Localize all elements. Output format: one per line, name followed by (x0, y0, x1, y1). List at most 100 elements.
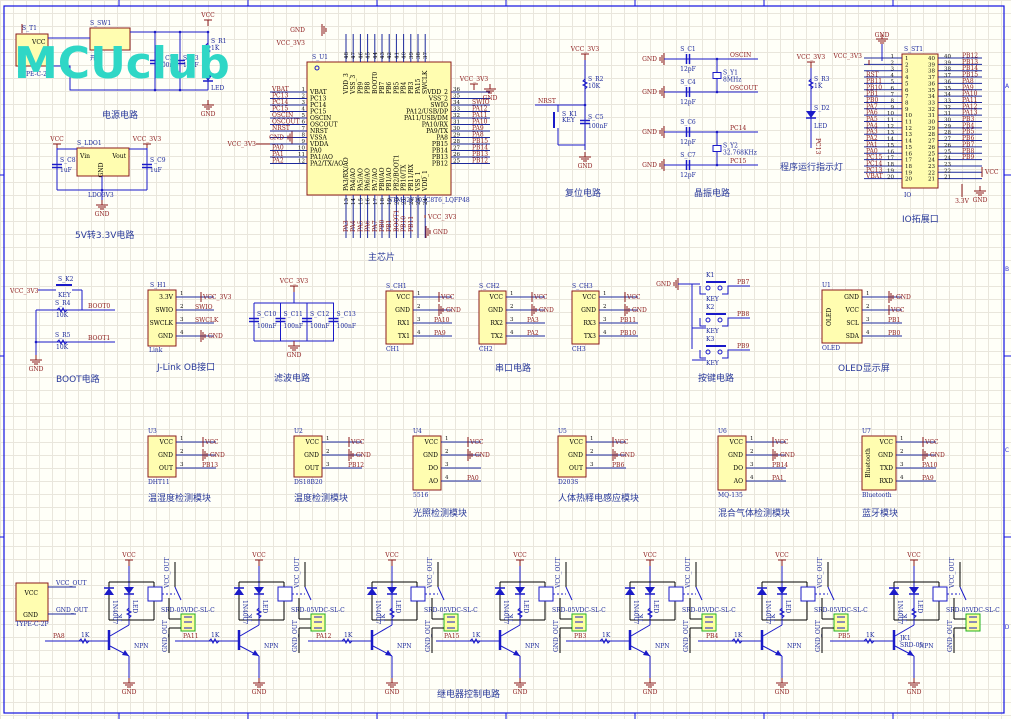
value-label: 12pF (680, 66, 696, 73)
pin-inner-number: 10 (905, 113, 912, 119)
pin-number: 3 (603, 317, 607, 323)
gnd-label: GND (446, 307, 461, 314)
gnd-symbol: GND (922, 449, 945, 461)
pin-number: 40 (944, 54, 951, 60)
junction-dot (715, 130, 719, 134)
pin-number: 11 (298, 152, 305, 158)
value-label: LED (814, 123, 827, 130)
vcc-label: VCC_3V3 (202, 294, 232, 301)
net-label: PB0 (379, 220, 386, 232)
ldo-body (76, 147, 130, 177)
pin-name: RXD (879, 478, 893, 485)
part-label: 1N4007 (632, 600, 639, 625)
pin-inner-number: 21 (928, 177, 935, 183)
pin-inner-number: 29 (928, 126, 935, 132)
net-label: PA9 (472, 125, 484, 132)
pin-number: 16 (366, 198, 372, 205)
net-label: PA12 (472, 106, 488, 113)
net-label: PC14 (272, 99, 288, 106)
pin-number: 2 (900, 449, 904, 455)
pin-number: 13 (344, 198, 350, 205)
net-label: PA10 (472, 119, 488, 126)
pin-number: 1 (510, 291, 514, 297)
key-contact (699, 318, 706, 327)
net-label: PB11 (408, 216, 415, 232)
part-label: NPN (787, 643, 802, 650)
resistor-zigzag (469, 637, 481, 645)
key-contact (722, 285, 750, 295)
vcc-label: VCC_3V3 (276, 40, 306, 47)
value-label: 32.768KHz (723, 150, 757, 157)
key-contact (722, 317, 750, 327)
part-label: CH3 (572, 346, 586, 353)
gnd-symbol: GND (348, 449, 371, 461)
part-label: 1N4007 (374, 600, 381, 625)
gnd-label: GND (930, 452, 945, 459)
ref-label: U3 (148, 428, 157, 435)
value-label: 100nF (337, 323, 356, 330)
pin-number: 28 (944, 130, 951, 136)
pin-number: 18 (887, 162, 894, 168)
pin-inner-number: 27 (928, 139, 935, 145)
pin-name: RX1 (397, 320, 410, 327)
net-label: PA4 (866, 122, 878, 129)
pin-name: PA7/AO (372, 168, 379, 191)
part-label: STM32F103C8T6_LQFP48 (388, 197, 470, 204)
pin-name: AO (428, 478, 438, 485)
pin-number: 35 (453, 94, 460, 100)
net-label: PC13 (866, 167, 882, 174)
gnd-label: GND (578, 163, 593, 170)
net-label: PC15 (730, 158, 746, 165)
ref-label: S_R4 (55, 300, 71, 307)
pin-number: 34 (453, 100, 460, 106)
part-label: DS18B20 (294, 479, 323, 486)
value-label: 1K (344, 632, 353, 639)
npn-arrow-icon (643, 650, 650, 656)
gnd-label: GND (642, 129, 657, 136)
net-label: PB10 (401, 216, 408, 232)
pin-name: TX3 (584, 333, 596, 340)
gnd-symbol: GND (200, 330, 223, 342)
ref-label: U5 (558, 428, 567, 435)
gnd-symbol (321, 24, 327, 36)
gnd-label: GND (775, 689, 790, 696)
vcc-label: VCC (121, 552, 136, 559)
gnd-label: GND (620, 452, 635, 459)
net-label: PA1 (866, 141, 878, 148)
pin-number: 46 (358, 52, 364, 59)
pin-number: 4 (417, 330, 421, 336)
pin-inner-number: 8 (905, 100, 909, 106)
value-label: 1K (247, 613, 254, 622)
relay-coil (147, 586, 163, 602)
net-label: PA4 (350, 220, 357, 232)
part-label: LED (784, 600, 791, 613)
pin-inner-number: 25 (928, 151, 935, 157)
pin-number: 28 (453, 139, 460, 145)
net-label: GND_OUT (292, 620, 299, 652)
value-label: 100nF (284, 323, 303, 330)
net-label: PB8 (962, 148, 974, 155)
pin-number: 31 (944, 111, 951, 117)
mcu-body (306, 61, 452, 196)
pin-inner-number: 14 (905, 139, 912, 145)
vcc-label: VCC (200, 12, 215, 19)
pin-name: VCC (304, 439, 319, 446)
pin-name: PA4/AO (350, 168, 357, 191)
gnd-label: GND (642, 56, 657, 63)
pin-number: 3 (590, 462, 594, 468)
value-label: 1K (472, 632, 481, 639)
net-label: PA1 (772, 475, 784, 482)
pin-number: 30 (453, 126, 460, 132)
section-title-pir: 人体热释电感应模块 (558, 492, 639, 504)
pin-number: 7 (891, 92, 895, 98)
pin-name: TX2 (491, 333, 503, 340)
pin-name: OSCOUT (310, 122, 338, 129)
net-label: PB1 (888, 317, 900, 324)
net-label: PB14 (772, 462, 788, 469)
section-title-dht: 温湿度检测模块 (148, 492, 211, 504)
part-label: SRD-05VDC-SL-C (424, 607, 478, 614)
ref-label: S_C12 (310, 311, 330, 318)
net-label: PA8 (472, 132, 484, 139)
pin-name: VCC (878, 439, 893, 446)
